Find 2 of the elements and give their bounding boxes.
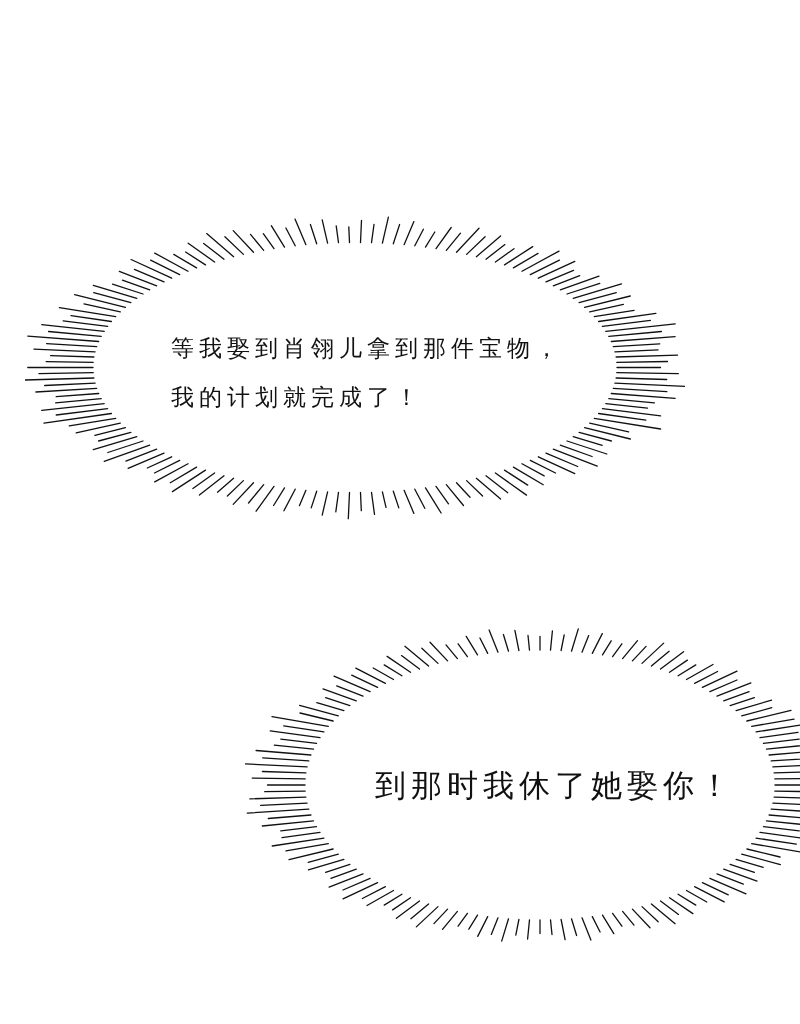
speech-text: 到那时我休了她娶你！	[375, 765, 735, 805]
speech-text: 等我娶到肖翎儿拿到那件宝物，我的计划就完成了！	[171, 334, 564, 412]
